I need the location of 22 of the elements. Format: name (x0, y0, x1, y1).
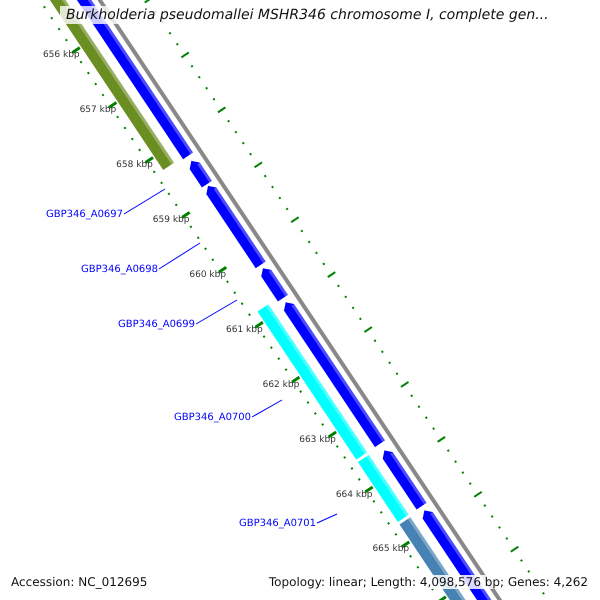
gene-label: GBP346_A0699 (118, 318, 196, 330)
scale-label: 656 kbp (42, 50, 80, 60)
scale-label: 657 kbp (80, 105, 116, 116)
leader-line (124, 188, 166, 214)
summary-text: Topology: linear; Length: 4,098,576 bp; Genes: 4,262 (266, 575, 590, 589)
scale-label: 663 kbp (299, 434, 336, 445)
scale-label: 658 kbp (116, 160, 153, 170)
scale-label: 665 kbp (372, 544, 410, 554)
scale-label: 660 kbp (189, 270, 226, 280)
gene-label: GBP346_A0698 (81, 264, 158, 274)
gene-label: GBP346_A0701 (239, 518, 316, 528)
scale-label: 664 kbp (336, 490, 373, 500)
gene-label: GBP346_A0700 (174, 412, 252, 422)
accession-text: Accession: NC_012695 (9, 575, 150, 589)
leader-line (252, 400, 282, 418)
scale-label: 662 kbp (262, 380, 300, 390)
scale-label: 659 kbp (152, 214, 190, 225)
gene-label: GBP346_A0697 (46, 208, 124, 220)
leader-line (316, 514, 338, 524)
leader-line (196, 300, 238, 324)
scale-label: 661 kbp (226, 324, 263, 335)
leader-line (158, 242, 200, 270)
